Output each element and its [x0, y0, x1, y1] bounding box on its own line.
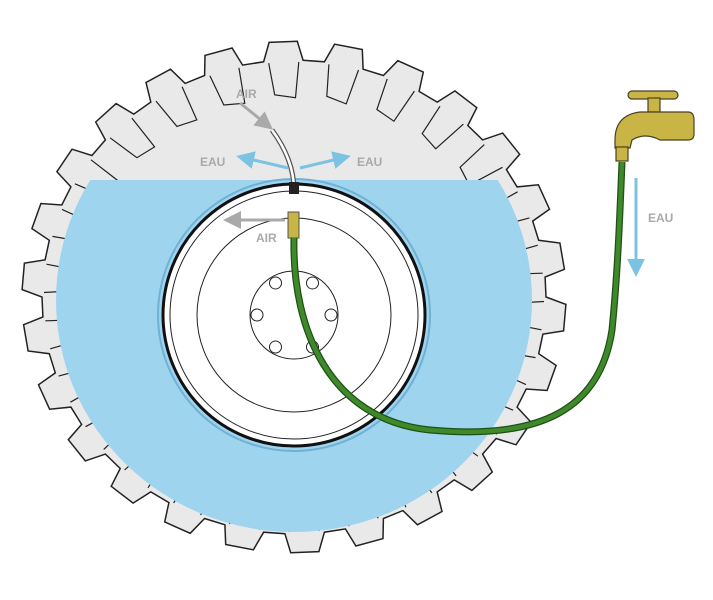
tread-lug	[155, 86, 198, 128]
tread-lug	[209, 67, 246, 106]
tread-lug	[109, 117, 156, 159]
tread-lug	[376, 78, 415, 123]
air-in-arrow	[239, 101, 274, 130]
bolt-hole	[324, 308, 338, 322]
label-eau-faucet: EAU	[648, 211, 673, 225]
label-air-valve: AIR	[256, 231, 277, 245]
label-eau-right: EAU	[357, 155, 382, 169]
faucet-icon	[614, 90, 695, 162]
bolt-hole	[306, 276, 319, 290]
tread-lug	[421, 105, 464, 150]
valve-adapter	[287, 211, 300, 239]
water-out-right-arrow	[299, 151, 351, 170]
tread-lug	[268, 61, 300, 99]
label-eau-left: EAU	[200, 155, 225, 169]
flow-arrows: AIR EAU EAU AIR EAU	[200, 87, 673, 277]
bolt-hole	[269, 340, 282, 354]
tread-lug	[459, 144, 503, 186]
bolt-hole	[250, 308, 264, 322]
bolt-hole	[269, 276, 282, 290]
water-out-left-arrow	[236, 151, 289, 170]
label-air-top: AIR	[236, 87, 257, 101]
tire	[21, 40, 567, 554]
valve-assembly	[269, 128, 300, 239]
valve-stem	[289, 182, 299, 194]
tread-lug	[326, 64, 360, 105]
